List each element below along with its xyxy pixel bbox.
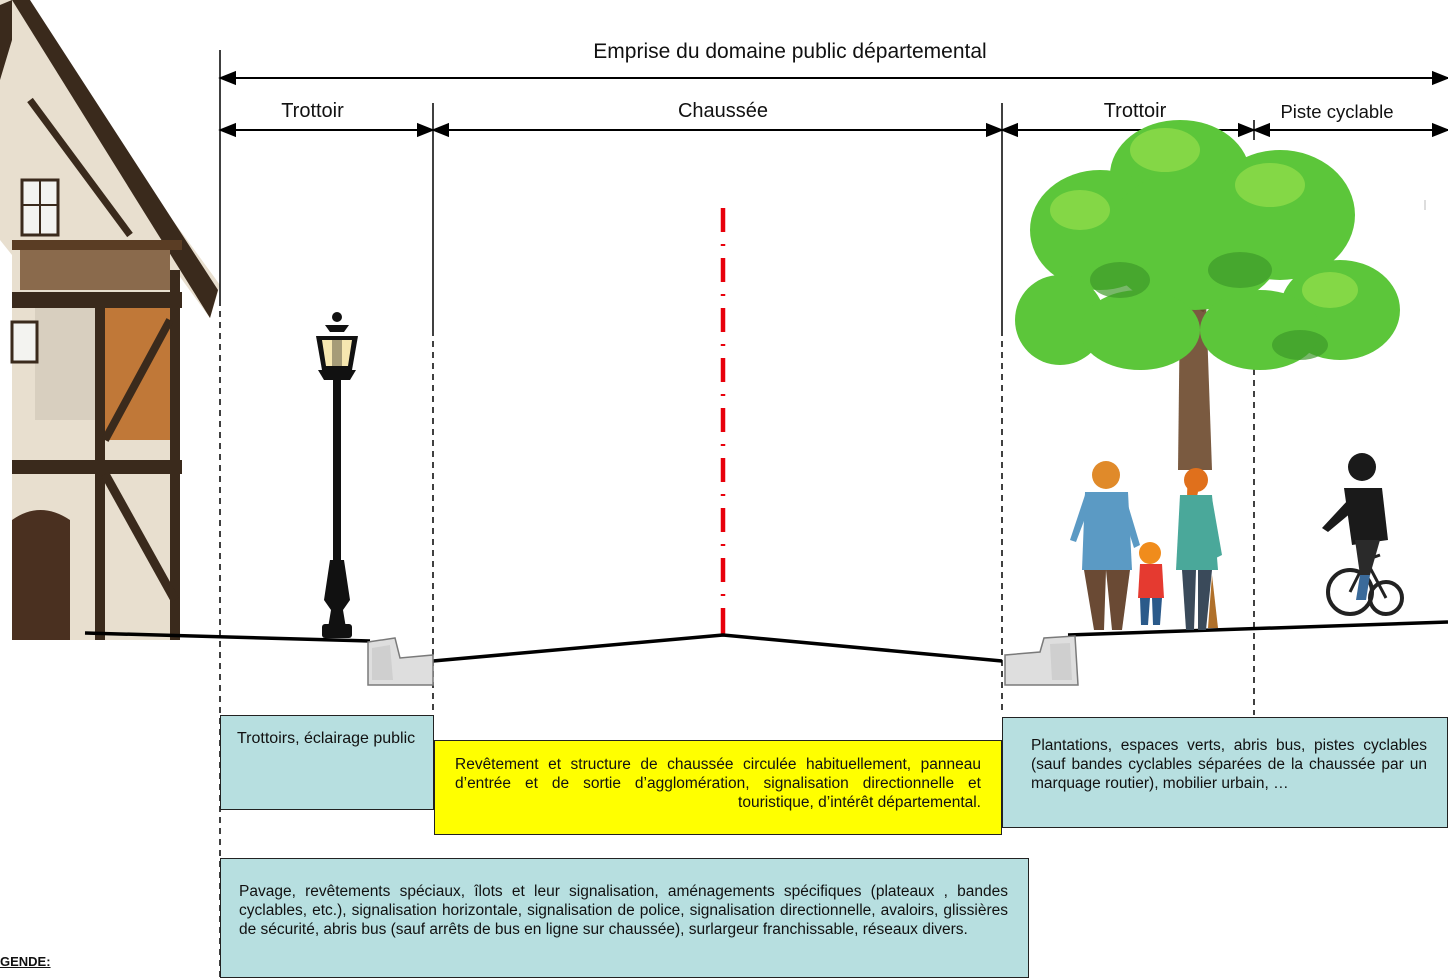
half-timbered-house-icon bbox=[0, 0, 220, 640]
curb-stone-left-icon bbox=[367, 637, 434, 686]
trottoirs-eclairage-box: Trottoirs, éclairage public bbox=[220, 715, 434, 810]
trottoir-left-label: Trottoir bbox=[281, 100, 344, 122]
dimension-lines bbox=[218, 70, 1448, 138]
emprise-label: Emprise du domaine public départemental bbox=[593, 40, 987, 63]
piste-cyclable-label: Piste cyclable bbox=[1280, 101, 1394, 122]
cyclist-icon bbox=[1322, 453, 1404, 616]
trottoirs-eclairage-text: Trottoirs, éclairage public bbox=[237, 730, 416, 747]
ground-profile bbox=[84, 620, 1448, 663]
tree-icon bbox=[1015, 120, 1400, 470]
plantations-text: Plantations, espaces verts, abris bus, p… bbox=[1031, 737, 1427, 792]
family-icon bbox=[1070, 461, 1222, 630]
street-lamp-icon bbox=[316, 312, 358, 638]
plantations-box: Plantations, espaces verts, abris bus, p… bbox=[1002, 717, 1448, 828]
pavage-box: Pavage, revêtements spéciaux, îlots et l… bbox=[220, 858, 1029, 978]
curb-stone-right-icon bbox=[1004, 635, 1079, 686]
legend-label: GENDE: bbox=[0, 954, 51, 969]
chaussee-label: Chaussée bbox=[677, 100, 769, 122]
chaussee-structure-box: Revêtement et structure de chaussée circ… bbox=[434, 740, 1002, 835]
chaussee-structure-text: Revêtement et structure de chaussée circ… bbox=[455, 756, 981, 811]
trottoir-right-label: Trottoir bbox=[1103, 100, 1167, 122]
pavage-text: Pavage, revêtements spéciaux, îlots et l… bbox=[239, 883, 1008, 938]
